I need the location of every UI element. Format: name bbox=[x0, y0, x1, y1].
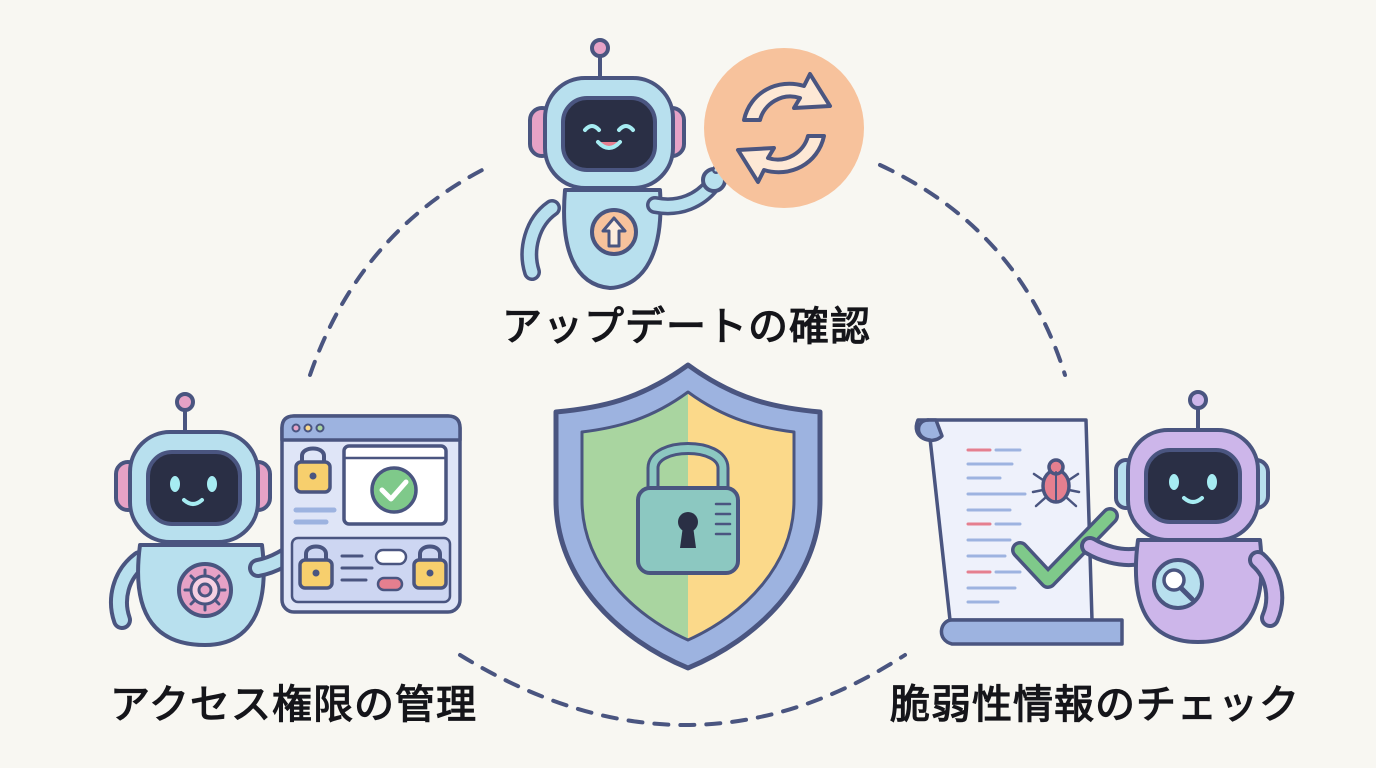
document-bug-icon bbox=[914, 418, 1124, 646]
robot-right bbox=[1080, 390, 1285, 644]
robot-left-face bbox=[170, 476, 217, 506]
robot-top bbox=[520, 38, 730, 290]
label-access-management: アクセス権限の管理 bbox=[110, 682, 477, 728]
arc-left bbox=[308, 163, 494, 377]
robot-left bbox=[109, 392, 308, 647]
arc-bottom bbox=[458, 653, 907, 727]
arc-right bbox=[878, 163, 1067, 377]
robot-right-face bbox=[1169, 474, 1217, 504]
label-update-check: アップデートの確認 bbox=[502, 304, 871, 350]
refresh-icon bbox=[704, 48, 864, 208]
robot-top-face bbox=[583, 124, 635, 150]
window-checkmark-icon bbox=[280, 414, 462, 614]
shield-lock-icon bbox=[553, 362, 823, 671]
label-vulnerability-check: 脆弱性情報のチェック bbox=[890, 682, 1300, 728]
dashed-cycle-arcs bbox=[308, 163, 1067, 727]
